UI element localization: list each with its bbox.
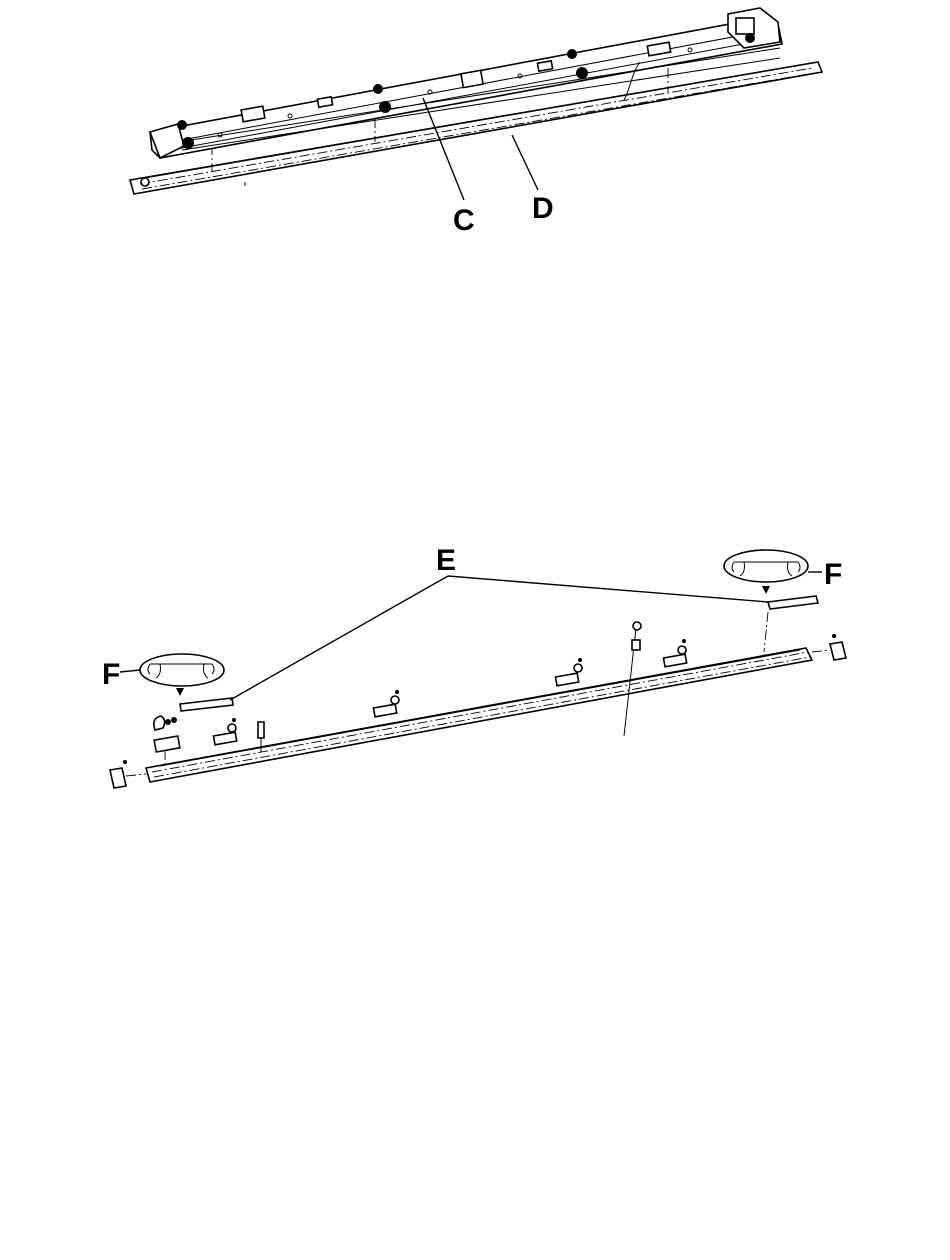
leader-d [512, 135, 538, 190]
label-c: C [453, 204, 475, 237]
bracket-2 [373, 690, 399, 717]
label-d: D [532, 192, 554, 225]
bottom-rail [146, 648, 812, 782]
label-f-left: F [102, 658, 120, 691]
bottom-assembly-view: E F F [102, 544, 846, 788]
leader-e-right [448, 576, 768, 602]
label-f-right: F [824, 558, 842, 591]
right-end-cap [830, 642, 846, 660]
label-e: E [436, 544, 456, 577]
left-end-mechanism [154, 716, 180, 765]
profile-detail-right [724, 550, 822, 594]
bracket-1 [213, 718, 236, 745]
left-end-cap [110, 768, 126, 788]
bracket-4 [663, 639, 686, 667]
cover-strip-right [768, 596, 818, 609]
profile-detail-left [120, 654, 224, 696]
bracket-3 [555, 658, 582, 686]
leader-e-left [230, 576, 448, 700]
leader-c [423, 98, 464, 200]
cover-strip-left [180, 698, 233, 711]
top-assembly-view: C D [130, 8, 822, 237]
